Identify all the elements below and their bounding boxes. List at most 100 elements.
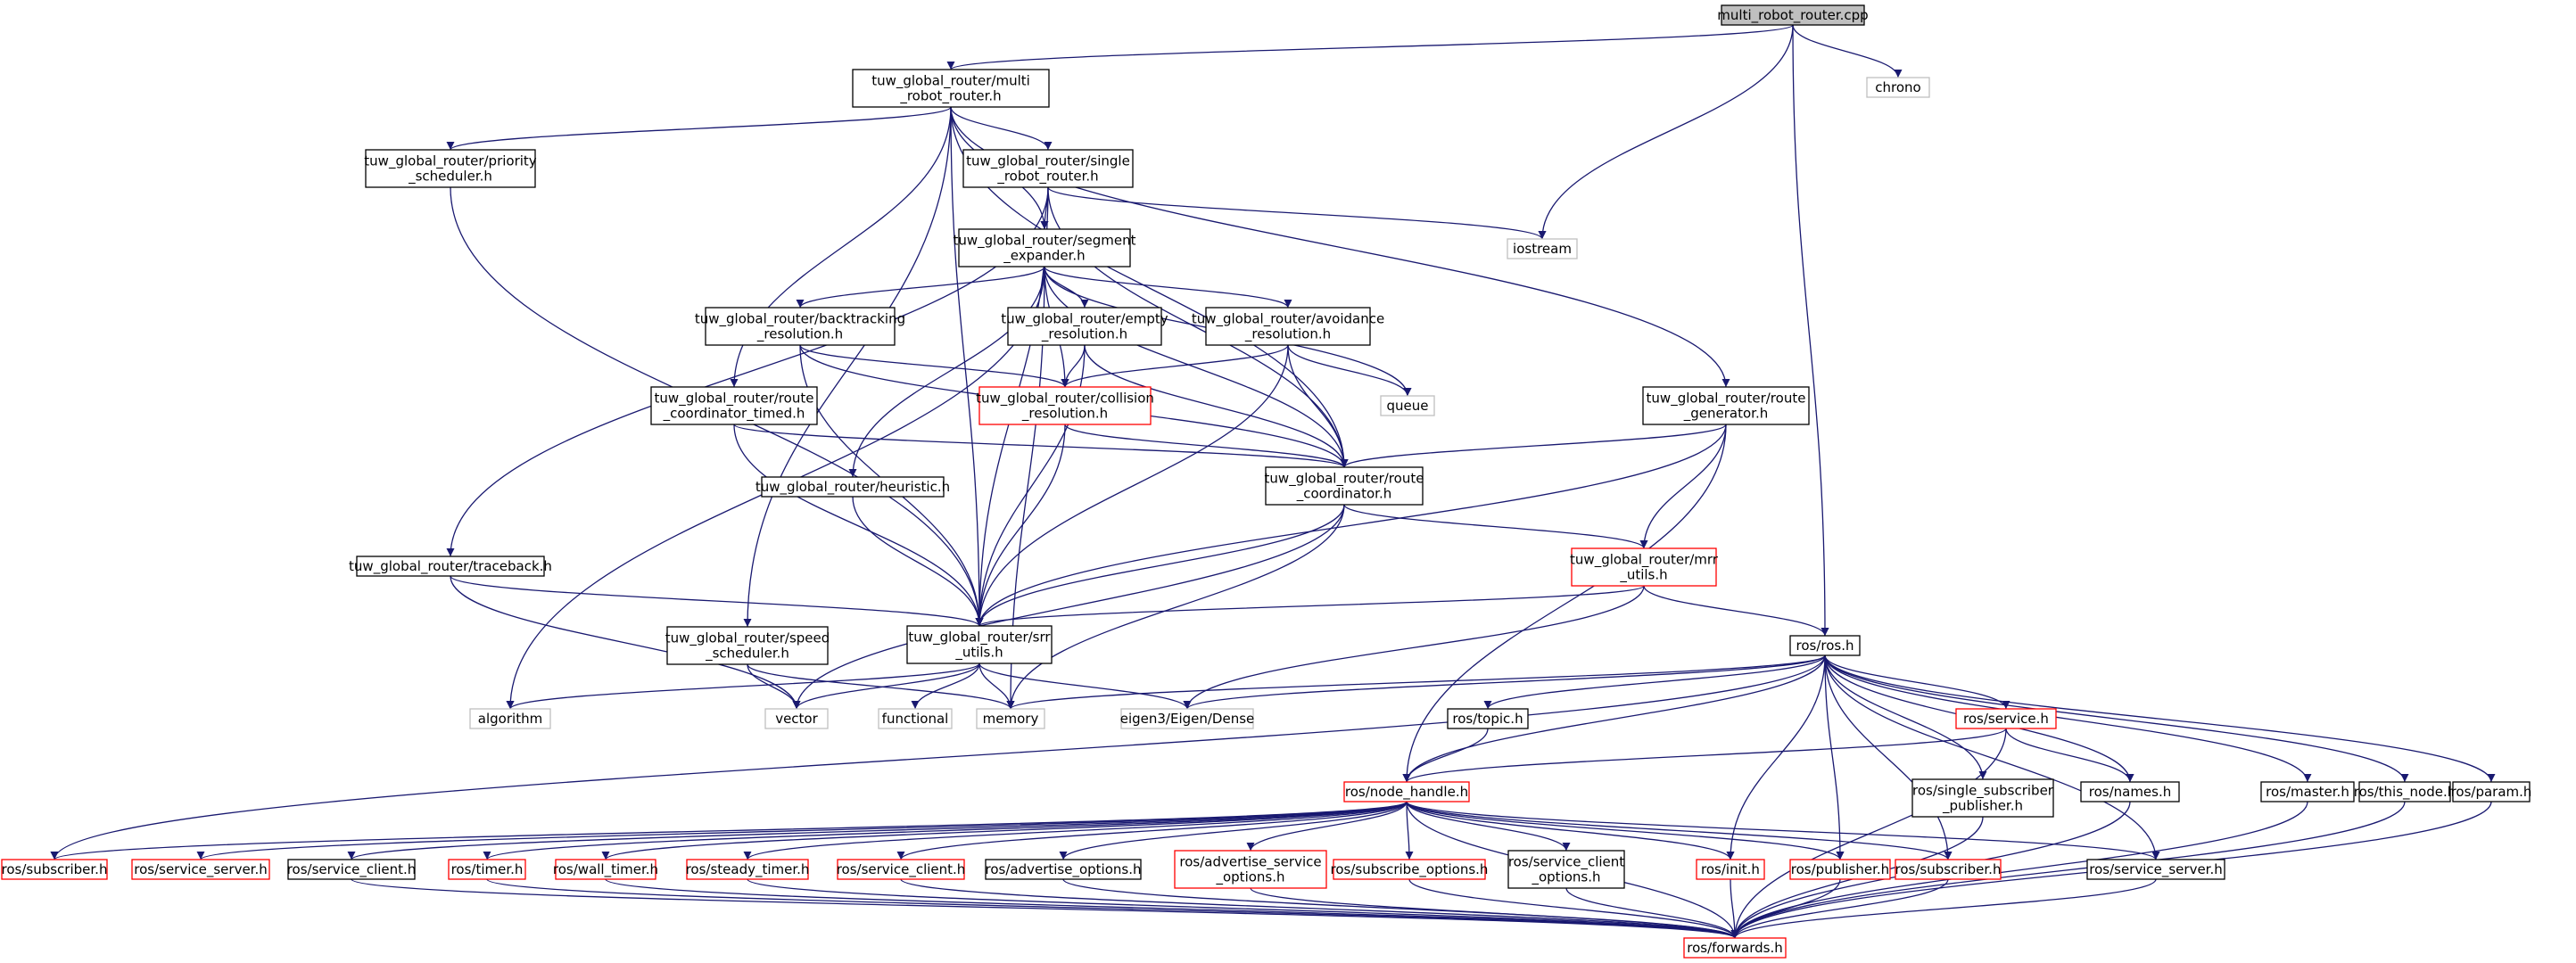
node-label: multi_robot_router.cpp <box>1717 7 1868 24</box>
edge-mrr-to-single <box>950 106 1053 151</box>
node-label: _options.h <box>1215 869 1284 886</box>
edge-avoid-to-collision <box>1061 344 1289 388</box>
node-master[interactable]: ros/master.h <box>2260 781 2355 802</box>
node-memory[interactable]: memory <box>976 708 1045 729</box>
node-timer[interactable]: ros/timer.h <box>448 859 526 880</box>
node-empty[interactable]: tuw_global_router/empty_resolution.h <box>1001 307 1168 346</box>
node-subscriber2[interactable]: ros/subscriber.h <box>1895 859 2002 880</box>
edge-nodehandle-to-timer <box>483 801 1408 860</box>
node-mrr[interactable]: tuw_global_router/multi_robot_router.h <box>852 69 1050 108</box>
edge-mrrutils-to-rosh <box>1643 585 1829 637</box>
node-thisnode[interactable]: ros/this_node.h <box>2354 781 2456 802</box>
node-single[interactable]: tuw_global_router/single_robot_router.h <box>962 149 1134 188</box>
node-heuristic[interactable]: tuw_global_router/heuristic.h <box>755 476 950 498</box>
node-prio[interactable]: tuw_global_router/priority_scheduler.h <box>364 149 537 188</box>
node-box <box>1380 395 1435 416</box>
node-subscriber1[interactable]: ros/subscriber.h <box>1 859 108 880</box>
node-advopts[interactable]: ros/advertise_options.h <box>985 859 1142 880</box>
edge-steadytimer-to-forwards <box>747 878 1739 939</box>
node-init[interactable]: ros/init.h <box>1696 859 1765 880</box>
node-label: ros/advertise_service <box>1179 854 1321 871</box>
node-servserver1[interactable]: ros/service_server.h <box>131 859 270 880</box>
node-label: _resolution.h <box>756 326 843 343</box>
node-mrrutils[interactable]: tuw_global_router/mrr_utils.h <box>1570 547 1719 587</box>
node-label: tuw_global_router/backtracking <box>695 311 905 328</box>
edge-rctimed-to-routecoord <box>733 424 1349 468</box>
node-box <box>1789 859 1891 880</box>
edge-speedsched-to-memory <box>747 663 1015 710</box>
edge-avoid-to-srrutils <box>975 344 1289 627</box>
node-walltimer[interactable]: ros/wall_timer.h <box>553 859 658 880</box>
node-eigen[interactable]: eigen3/Eigen/Dense <box>1120 708 1255 729</box>
node-box <box>1174 850 1327 889</box>
node-label: ros/subscriber.h <box>1895 861 2002 877</box>
node-srrutils[interactable]: tuw_global_router/srr_utils.h <box>906 625 1053 664</box>
node-label: tuw_global_router/avoidance <box>1192 311 1384 328</box>
node-nodehandle[interactable]: ros/node_handle.h <box>1343 781 1470 802</box>
node-box <box>2452 781 2531 802</box>
node-routegen[interactable]: tuw_global_router/route_generator.h <box>1642 386 1810 425</box>
node-segexp[interactable]: tuw_global_router/segment_expander.h <box>953 228 1136 268</box>
node-steadytimer[interactable]: ros/steady_timer.h <box>686 859 810 880</box>
node-functional[interactable]: functional <box>878 708 953 729</box>
node-box <box>906 625 1053 664</box>
node-servserver2[interactable]: ros/service_server.h <box>2086 859 2225 880</box>
node-label: _robot_router.h <box>996 169 1098 185</box>
node-topic[interactable]: ros/topic.h <box>1447 708 1529 729</box>
node-rctimed[interactable]: tuw_global_router/route_coordinator_time… <box>650 386 818 425</box>
edge-mrr-to-prio <box>446 106 952 151</box>
edge-rosh-to-topic <box>1483 654 1826 710</box>
node-collision[interactable]: tuw_global_router/collision_resolution.h <box>976 386 1154 425</box>
edge-advsrvopts-to-forwards <box>1250 887 1739 939</box>
node-speedsched[interactable]: tuw_global_router/speed_scheduler.h <box>665 626 830 665</box>
edge-servclient2-to-forwards <box>900 878 1739 939</box>
node-box <box>2080 781 2180 802</box>
node-label: ros/ros.h <box>1796 638 1854 654</box>
node-param[interactable]: ros/param.h <box>2451 781 2532 802</box>
edge-mrr-to-srrutils <box>950 106 984 627</box>
node-traceback[interactable]: tuw_global_router/traceback.h <box>349 556 552 577</box>
node-rosh[interactable]: ros/ros.h <box>1789 635 1861 656</box>
node-vector[interactable]: vector <box>764 708 829 729</box>
node-queue[interactable]: queue <box>1380 395 1435 416</box>
node-publisher[interactable]: ros/publisher.h <box>1789 859 1891 880</box>
node-servclient2[interactable]: ros/service_client.h <box>837 859 966 880</box>
node-box <box>469 708 551 729</box>
node-box <box>1343 781 1470 802</box>
nodes-layer: multi_robot_router.cpp tuw_global_router/… <box>1 4 2532 959</box>
edge-segexp-to-routecoord <box>1044 266 1349 468</box>
node-routecoord[interactable]: tuw_global_router/route_coordinator.h <box>1265 466 1424 506</box>
node-avoid[interactable]: tuw_global_router/avoidance_resolution.h <box>1192 307 1384 346</box>
node-ssp[interactable]: ros/single_subscriber_publisher.h <box>1911 778 2054 818</box>
node-forwards[interactable]: ros/forwards.h <box>1683 937 1787 959</box>
node-root[interactable]: multi_robot_router.cpp <box>1717 4 1869 26</box>
edge-service-to-forwards <box>1730 728 2007 939</box>
edge-root-to-chrono <box>1792 24 1903 78</box>
node-chrono[interactable]: chrono <box>1866 77 1930 98</box>
node-box <box>878 708 953 729</box>
node-servclient1[interactable]: ros/service_client.h <box>287 859 417 880</box>
edge-service-to-nodehandle <box>1402 728 2007 783</box>
node-label: ros/service.h <box>1963 711 2049 727</box>
node-label: _resolution.h <box>1021 406 1108 423</box>
node-box <box>686 859 809 880</box>
node-backtrack[interactable]: tuw_global_router/backtracking_resolutio… <box>695 307 905 346</box>
node-label: tuw_global_router/srr <box>908 630 1051 646</box>
node-box <box>962 149 1134 188</box>
node-algorithm[interactable]: algorithm <box>469 708 551 729</box>
edge-rosh-to-subscriber1 <box>50 654 1826 860</box>
node-srvclientopts[interactable]: ros/service_client_options.h <box>1507 850 1625 889</box>
node-names[interactable]: ros/names.h <box>2080 781 2180 802</box>
node-label: _scheduler.h <box>705 646 789 663</box>
node-service[interactable]: ros/service.h <box>1955 708 2057 729</box>
node-label: ros/names.h <box>2089 784 2172 800</box>
node-iostream[interactable]: iostream <box>1507 238 1578 259</box>
node-label: ros/service_client.h <box>287 861 417 878</box>
node-advsrvopts[interactable]: ros/advertise_service_options.h <box>1174 850 1327 889</box>
node-box <box>837 859 965 880</box>
edge-traceback-to-srrutils <box>450 575 984 627</box>
node-box <box>1789 635 1861 656</box>
node-box <box>650 386 818 425</box>
node-subopts[interactable]: ros/subscribe_options.h <box>1331 859 1489 880</box>
